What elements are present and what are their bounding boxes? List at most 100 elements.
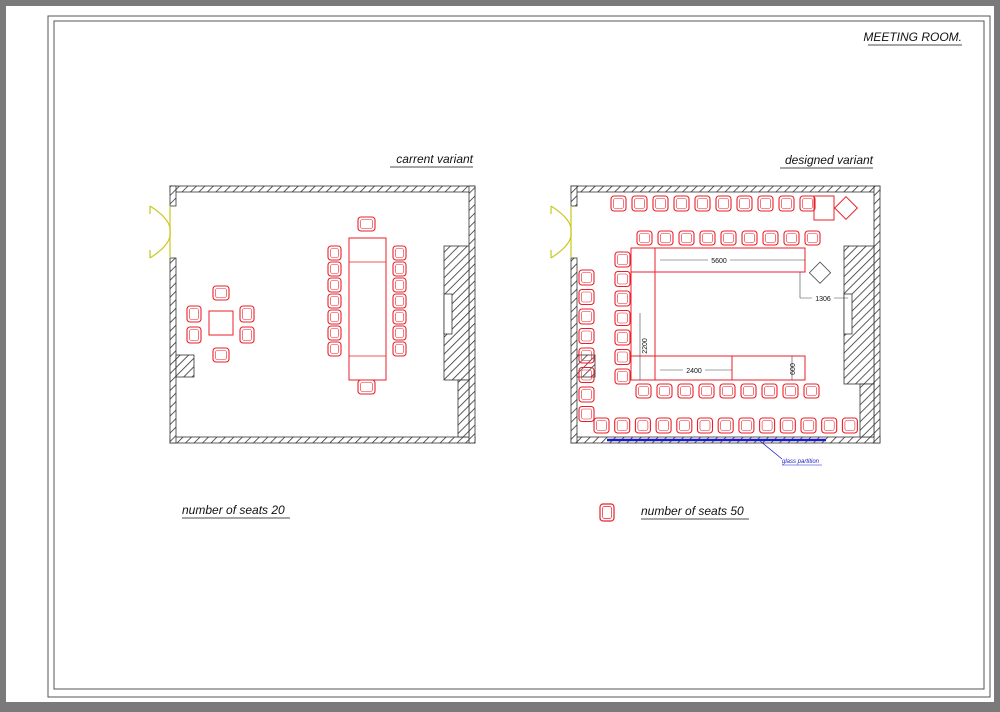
dim-1306: 1306 bbox=[815, 296, 831, 303]
chair bbox=[614, 368, 631, 385]
chair bbox=[673, 195, 690, 212]
chair bbox=[778, 195, 795, 212]
chair bbox=[578, 269, 595, 286]
chair bbox=[759, 417, 776, 434]
chair bbox=[578, 347, 595, 364]
chair bbox=[676, 417, 693, 434]
chair bbox=[392, 325, 407, 341]
chair bbox=[720, 230, 737, 246]
chair bbox=[614, 348, 631, 366]
right-seats-count: number of seats 50 bbox=[641, 504, 744, 518]
armchair bbox=[212, 285, 230, 301]
u-shaped-table bbox=[630, 247, 806, 381]
coffee-table bbox=[208, 310, 234, 336]
chair bbox=[800, 417, 817, 434]
chair bbox=[578, 308, 595, 325]
left-door bbox=[149, 205, 171, 259]
chair bbox=[327, 293, 342, 309]
current-variant-caption: carrent variant bbox=[396, 152, 473, 166]
current-variant-plan: carrent variant bbox=[149, 152, 476, 519]
armchair bbox=[186, 305, 202, 323]
chair bbox=[741, 230, 758, 246]
right-plan-chairs bbox=[578, 195, 858, 434]
chair bbox=[578, 386, 595, 403]
glass-partition-label: glass partition bbox=[782, 459, 820, 465]
chair bbox=[327, 341, 342, 357]
designed-variant-plan: designed variant glass partition bbox=[550, 153, 881, 522]
armchair bbox=[212, 347, 230, 363]
chair bbox=[327, 325, 342, 341]
chair bbox=[327, 245, 342, 261]
right-window-niche bbox=[843, 293, 853, 335]
chair bbox=[821, 417, 838, 434]
dimension-labels: 5600 1306 2200 2400 600 bbox=[642, 255, 834, 375]
chair bbox=[804, 230, 821, 246]
chair bbox=[634, 417, 651, 434]
chair bbox=[779, 417, 796, 434]
chair bbox=[678, 230, 695, 246]
armchair bbox=[239, 326, 255, 344]
drawing-title: MEETING ROOM. bbox=[863, 30, 962, 44]
left-pillar bbox=[175, 354, 195, 378]
chair bbox=[392, 341, 407, 357]
chair bbox=[696, 417, 714, 434]
chair bbox=[357, 216, 376, 232]
chair bbox=[392, 245, 407, 261]
chair bbox=[392, 293, 407, 309]
chair bbox=[655, 417, 672, 434]
chair bbox=[757, 195, 774, 212]
chair bbox=[657, 230, 674, 246]
chair bbox=[656, 383, 673, 399]
chair bbox=[717, 417, 734, 434]
right-pillar bbox=[576, 354, 596, 378]
chair bbox=[715, 195, 732, 212]
chair bbox=[610, 195, 627, 212]
chair bbox=[614, 417, 631, 434]
chair bbox=[694, 195, 711, 212]
chair bbox=[698, 383, 715, 399]
chair bbox=[614, 290, 631, 307]
chair bbox=[799, 195, 816, 212]
chair bbox=[327, 261, 342, 277]
left-window-niche bbox=[443, 293, 453, 335]
inner-frame bbox=[53, 20, 985, 690]
chair bbox=[631, 195, 648, 212]
chair bbox=[635, 383, 652, 399]
chair bbox=[803, 383, 820, 399]
chair bbox=[677, 383, 694, 399]
left-table-chairs bbox=[327, 216, 407, 395]
left-seats-count: number of seats 20 bbox=[182, 503, 285, 517]
dim-2200: 2200 bbox=[642, 338, 649, 354]
chair bbox=[614, 309, 631, 327]
chair bbox=[782, 383, 799, 399]
chair bbox=[357, 379, 376, 395]
armchair bbox=[239, 305, 255, 323]
chair bbox=[578, 405, 595, 423]
chair bbox=[762, 230, 779, 246]
chair bbox=[841, 417, 858, 434]
chair bbox=[761, 383, 778, 399]
corner-armchair bbox=[833, 195, 859, 221]
dim-600: 600 bbox=[790, 363, 797, 375]
chair bbox=[614, 251, 631, 268]
chair bbox=[327, 309, 342, 325]
armchairs bbox=[186, 285, 255, 363]
chair bbox=[652, 195, 669, 212]
chair bbox=[578, 366, 595, 384]
dim-5600: 5600 bbox=[711, 258, 727, 265]
dim-2400: 2400 bbox=[686, 368, 702, 375]
chair bbox=[783, 230, 800, 246]
chair bbox=[699, 230, 716, 246]
chair bbox=[327, 277, 342, 293]
outer-frame bbox=[47, 15, 991, 698]
chair bbox=[636, 230, 653, 246]
armchair bbox=[186, 326, 202, 344]
right-door bbox=[550, 205, 572, 259]
chair bbox=[392, 309, 407, 325]
legend-chair-symbol bbox=[599, 503, 615, 522]
chair bbox=[614, 270, 631, 288]
chair bbox=[736, 195, 753, 212]
designed-variant-caption: designed variant bbox=[785, 153, 874, 167]
